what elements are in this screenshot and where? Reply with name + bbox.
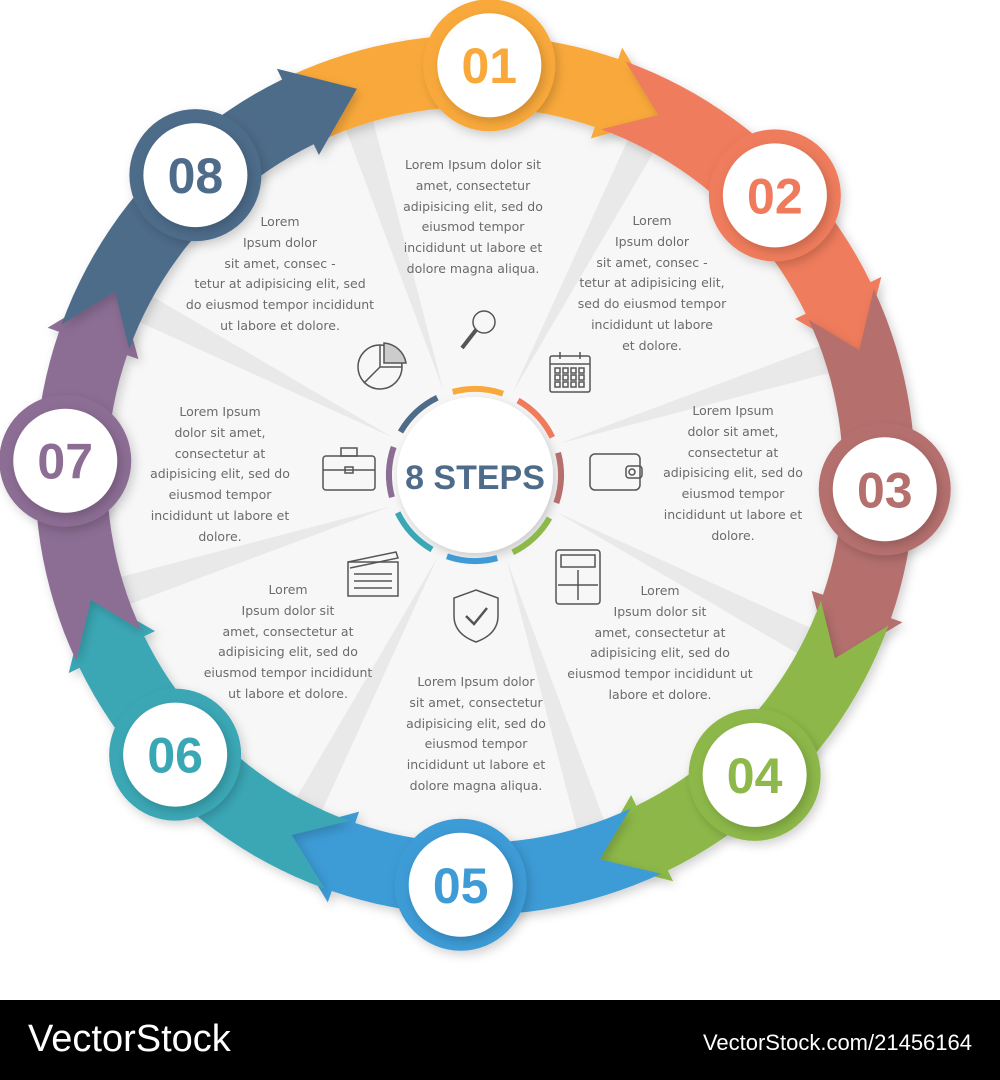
step-badge: 08 [129, 109, 262, 242]
step-badge: 03 [818, 423, 951, 556]
briefcase-icon [322, 447, 376, 491]
step-description: Lorem Ipsum dolor sit amet, consec - tet… [185, 214, 375, 333]
wallet-icon [589, 453, 643, 491]
step-description: Lorem Ipsum dolor sit amet, consectetur … [150, 404, 290, 544]
wedge-divider [506, 559, 609, 841]
wedge-divider [109, 506, 391, 609]
step-number: 08 [168, 148, 224, 204]
footer-reference: VectorStock.com/21456164 [702, 1030, 972, 1055]
step-number: 02 [747, 168, 803, 224]
step-description: Lorem Ipsum dolor sit amet, consectetur … [406, 674, 546, 793]
calendar-icon [549, 352, 591, 393]
center-hub: 8 STEPS [386, 386, 564, 564]
calculator-icon [555, 549, 601, 605]
step-number: 01 [461, 38, 517, 94]
step-number: 04 [727, 748, 783, 804]
pie-chart-icon [357, 342, 407, 390]
hub-arc-segment [395, 511, 434, 553]
step-badge: 06 [109, 688, 242, 821]
step-number: 05 [433, 858, 489, 914]
shield-check-icon [453, 589, 499, 643]
center-title: 8 STEPS [405, 459, 545, 497]
step-description: Lorem Ipsum dolor sit amet, consec - tet… [577, 213, 727, 353]
wedge-divider [512, 129, 660, 394]
eight-steps-circle-diagram: 01 02 03 04 05 06 07 08 8 STEPS [0, 0, 951, 951]
step-number: 07 [37, 434, 93, 490]
wedge-divider [556, 512, 821, 660]
step-badge: 05 [394, 818, 527, 951]
step-badge: 07 [0, 394, 132, 527]
wedge-divider [290, 556, 438, 821]
hub-arc-segment [511, 516, 553, 555]
hub-arc-segment [451, 386, 504, 397]
step-description: Lorem Ipsum dolor sit amet, consectetur … [567, 583, 753, 702]
hub-arc-segment [386, 446, 397, 499]
step-badge: 02 [708, 129, 841, 262]
wedge-divider [559, 341, 841, 444]
step-description: Lorem Ipsum dolor sit amet, consectetur … [663, 403, 803, 543]
step-badge: 04 [688, 708, 821, 841]
magnifier-icon [460, 310, 496, 350]
step-badge: 01 [423, 0, 556, 132]
hub-arc-segment [516, 397, 555, 439]
step-number: 03 [857, 462, 913, 518]
step-description: Lorem Ipsum dolor sit amet, consectetur … [403, 157, 543, 276]
footer-brand: VectorStock [28, 1018, 231, 1060]
hub-arc-segment [397, 395, 439, 434]
wedge-divider [129, 290, 394, 438]
step-number: 06 [147, 728, 203, 784]
hub-arc-segment [553, 451, 564, 504]
hub-arc-segment [446, 553, 499, 564]
clapperboard-icon [347, 551, 399, 597]
footer-bar: VectorStock VectorStock.com/21456164 [0, 1000, 1000, 1080]
step-description: Lorem Ipsum dolor sit amet, consectetur … [203, 582, 373, 701]
wedge-divider [341, 109, 444, 391]
